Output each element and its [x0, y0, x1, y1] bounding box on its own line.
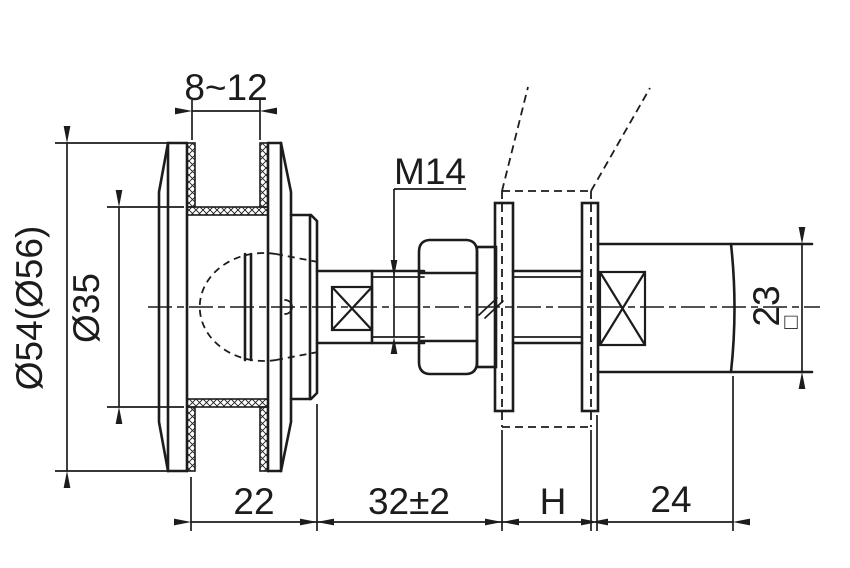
dim-stud-length: 32±2 — [368, 481, 450, 522]
flat-section-marker-tail — [598, 270, 647, 347]
dim-boss-diameter: Ø35 — [66, 273, 107, 343]
thread-between-plates — [511, 269, 584, 345]
dim-tail-length: 24 — [650, 479, 691, 520]
dimension-texts: 8~12 M14 Ø54(Ø56) Ø35 23 □ 22 32±2 H 24 — [9, 67, 798, 522]
dim-outer-diameter: Ø54(Ø56) — [9, 226, 50, 391]
dim-glass-thickness: 8~12 — [184, 67, 267, 108]
hidden-post-diagonal-right — [590, 87, 651, 192]
hidden-lines — [198, 86, 651, 428]
dim-square-size: 23 — [746, 285, 787, 326]
dim-post-size: H — [540, 481, 567, 522]
dim-thread: M14 — [394, 151, 466, 192]
hidden-post-diagonal-left — [501, 86, 529, 192]
dim-clamp-depth: 22 — [233, 481, 274, 522]
dim-thread-lines — [390, 188, 466, 355]
square-tail — [596, 242, 814, 374]
flat-section-marker — [330, 285, 374, 332]
dim-outer-diameter-lines — [55, 125, 170, 489]
dim-boss-diameter-lines — [107, 189, 184, 425]
dim-glass-thickness-lines — [174, 100, 278, 140]
dimension-lines — [55, 100, 806, 531]
thread-runout-marks — [478, 297, 504, 319]
square-section-icon: □ — [784, 309, 797, 334]
